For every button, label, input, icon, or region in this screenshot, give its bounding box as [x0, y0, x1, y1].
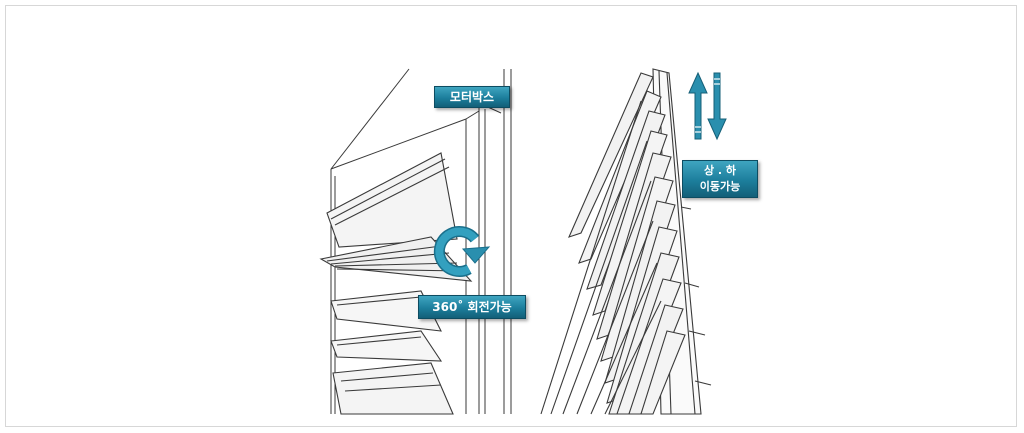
updown-label-line1: 상 . 하	[703, 164, 737, 177]
updown-label-line2: 이동가능	[699, 180, 741, 193]
right-louver-blades	[540, 72, 712, 415]
louver-illustration	[319, 68, 727, 415]
motor-box-label: 모터박스	[434, 86, 510, 108]
diagram-frame: 모터박스 360˚ 회전가능 상 . 하 이동가능	[5, 5, 1017, 427]
left-louver-blades	[319, 152, 473, 415]
down-arrow-icon	[707, 72, 727, 141]
updown-label: 상 . 하 이동가능	[682, 160, 758, 198]
rotate-arrow-icon	[433, 225, 491, 277]
rotation-label: 360˚ 회전가능	[418, 295, 526, 319]
up-arrow-icon	[688, 71, 708, 140]
up-down-arrows-icon	[688, 71, 727, 141]
